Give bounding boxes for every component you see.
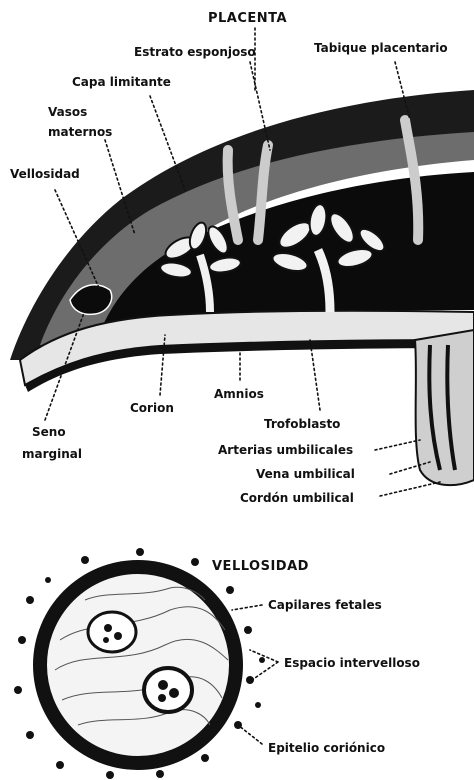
label-capa-limitante: Capa limitante	[72, 75, 171, 89]
label-maternos: maternos	[48, 125, 112, 139]
villus-stroma	[46, 573, 230, 757]
fetal-capillary	[144, 668, 192, 712]
label-seno: Seno	[32, 425, 66, 439]
label-vellosidad: Vellosidad	[10, 167, 80, 181]
villus-title: VELLOSIDAD	[212, 559, 309, 574]
label-espacio-intervelloso: Espacio intervelloso	[284, 656, 420, 670]
label-tabique-placentario: Tabique placentario	[314, 41, 448, 55]
label-amnios: Amnios	[214, 387, 264, 401]
label-trofoblasto: Trofoblasto	[264, 417, 340, 431]
placenta-title: PLACENTA	[208, 11, 287, 26]
label-epitelio-corionico: Epitelio coriónico	[268, 741, 385, 755]
umbilical-cord	[415, 330, 474, 485]
label-corion: Corion	[130, 401, 174, 415]
label-arterias-umbilicales: Arterias umbilicales	[218, 443, 353, 457]
label-vena-umbilical: Vena umbilical	[256, 467, 355, 481]
fetal-capillary	[88, 612, 136, 652]
label-estrato-esponjoso: Estrato esponjoso	[134, 45, 256, 59]
label-vasos: Vasos	[48, 105, 87, 119]
label-cordon-umbilical: Cordón umbilical	[240, 491, 354, 505]
placenta-section	[10, 90, 474, 485]
label-marginal: marginal	[22, 447, 82, 461]
label-capilares-fetales: Capilares fetales	[268, 598, 382, 612]
villus-labels: VELLOSIDAD Capilares fetales Espacio int…	[212, 559, 420, 755]
villus-section	[14, 548, 265, 779]
